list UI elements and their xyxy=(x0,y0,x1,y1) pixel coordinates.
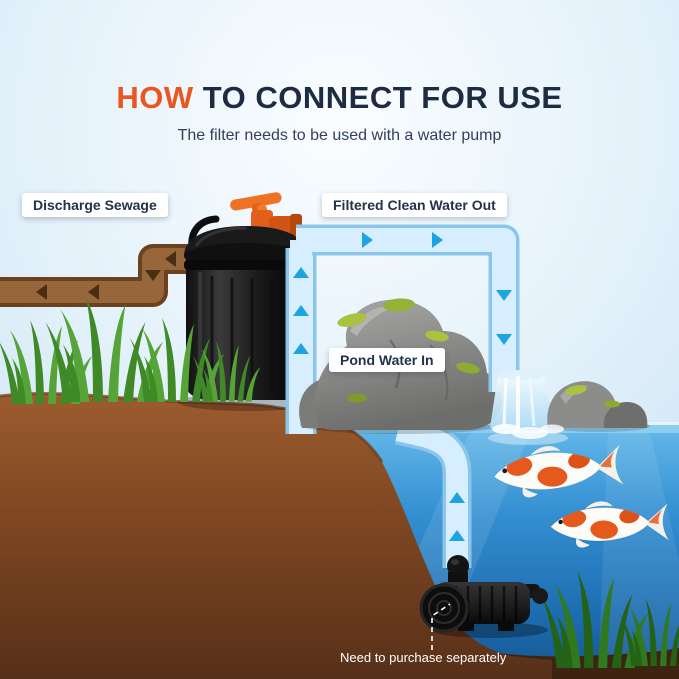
label-filtered-clean-water-out: Filtered Clean Water Out xyxy=(322,193,507,217)
title-rest: TO CONNECT FOR USE xyxy=(193,80,563,115)
waterfall xyxy=(490,370,554,428)
purchase-separately-note: Need to purchase separately xyxy=(340,650,507,665)
outlet-pipe xyxy=(290,224,520,392)
page-title: HOW TO CONNECT FOR USE xyxy=(0,80,679,116)
label-pond-water-in: Pond Water In xyxy=(329,348,445,372)
pump-pipe xyxy=(394,415,472,568)
waterfall-foam xyxy=(488,424,568,445)
title-highlight: HOW xyxy=(116,80,194,115)
shore-rocks xyxy=(546,381,650,432)
annotation-dashed-line xyxy=(431,603,451,650)
water-pump xyxy=(419,555,548,638)
inlet-arrows xyxy=(293,267,309,354)
subtitle: The filter needs to be used with a water… xyxy=(177,127,502,144)
label-discharge-sewage: Discharge Sewage xyxy=(22,193,168,217)
discharge-arrows xyxy=(36,251,176,300)
header: HOW TO CONNECT FOR USE The filter needs … xyxy=(0,80,679,145)
